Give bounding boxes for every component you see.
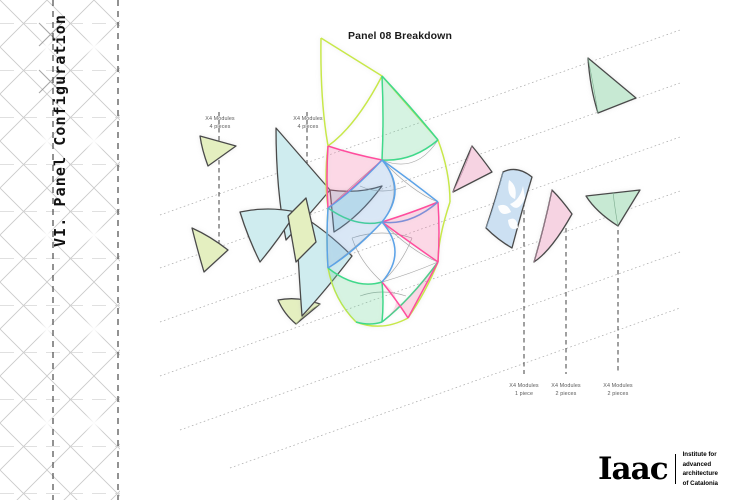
module-pink-upper [452, 145, 493, 193]
annotation-bottom-3-line1: X4 Modules [603, 383, 633, 389]
module-pink-lower [533, 189, 573, 263]
logo-tagline-line4: of Catalonia [682, 479, 718, 487]
annotation-bottom-1: X4 Modules 1 piece [497, 383, 551, 399]
module-green-right [585, 189, 641, 227]
page-title: Panel 08 Breakdown [348, 30, 452, 42]
module-lime-left [199, 135, 237, 167]
annotation-top-left-line2: 4 pieces [209, 123, 231, 130]
iaac-logo-mark: Iaac [598, 450, 669, 487]
annotation-bottom-3: X4 Modules 2 pieces [591, 383, 645, 399]
sidebar-section-label: VI. Panel Configuration [51, 14, 69, 248]
annotation-bottom-2: X4 Modules 2 pieces [539, 383, 593, 399]
logo-divider [674, 454, 676, 485]
logo-tagline-line2: advanced [682, 460, 712, 468]
isometric-guide-rails [159, 29, 681, 469]
iaac-logo: Iaac Institute for advanced architecture… [598, 450, 718, 488]
iaac-logo-tagline: Institute for advanced architecture of C… [683, 450, 718, 488]
annotation-bottom-1-line1: X4 Modules [509, 383, 539, 389]
sidebar: VI. Panel Configuration [0, 0, 120, 500]
annotation-top-left: X4 Modules 4 pieces [192, 116, 248, 132]
exploded-panel-diagram [159, 29, 681, 469]
annotation-top-mid-line2: 4 pieces [297, 123, 319, 130]
annotation-bottom-2-line1: X4 Modules [551, 383, 581, 389]
module-lime-lower-left [191, 227, 229, 273]
drawing-area: Panel 08 Breakdown [120, 0, 730, 500]
leader-lines [218, 112, 619, 374]
logo-tagline-line1: Institute for [682, 451, 717, 459]
annotation-bottom-1-line2: 1 piece [514, 390, 534, 397]
annotation-top-mid: X4 Modules 4 pieces [280, 116, 336, 132]
annotation-bottom-2-line2: 2 pieces [555, 390, 577, 397]
logo-tagline-line3: architecture [682, 470, 718, 478]
annotation-top-mid-line1: X4 Modules [293, 116, 323, 122]
central-panel-bundle [320, 37, 451, 327]
sidebar-section-title: VI. Panel Configuration [0, 0, 120, 500]
annotation-top-left-line1: X4 Modules [205, 116, 235, 122]
annotation-bottom-3-line2: 2 pieces [607, 390, 629, 397]
module-green-top-right [587, 57, 637, 114]
sidebar-grid-pattern [0, 0, 120, 500]
module-blue-cutout [485, 168, 533, 249]
